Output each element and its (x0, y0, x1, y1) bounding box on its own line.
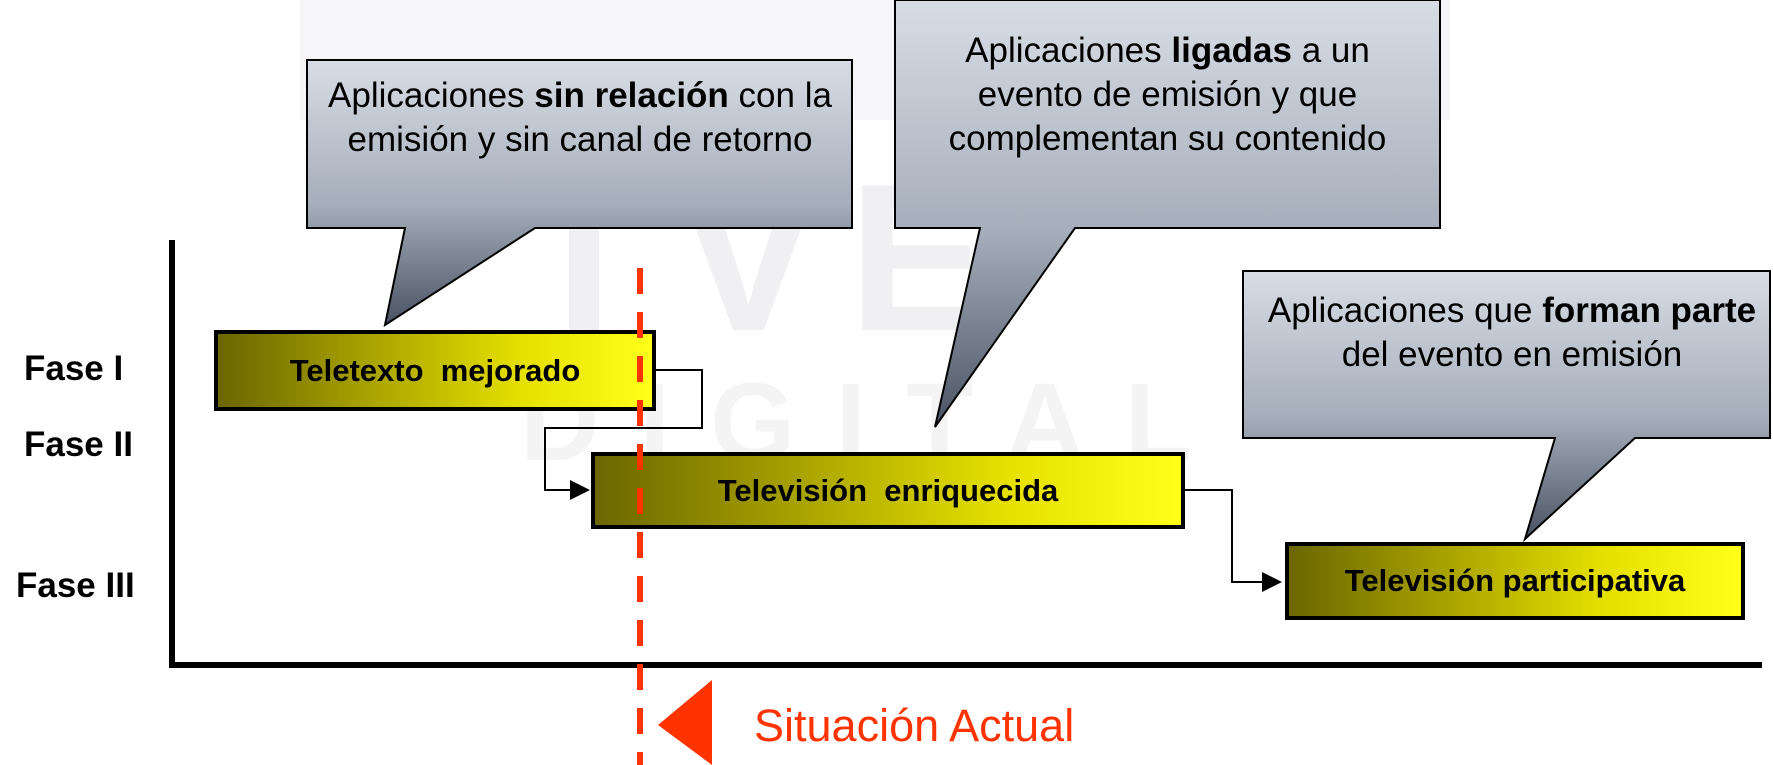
callout-3-post: del evento en emisión (1341, 335, 1683, 374)
connector-fase1-fase2 (544, 369, 703, 500)
current-situation-arrow (658, 680, 712, 765)
callout-3-bold: forman parte (1542, 291, 1757, 330)
callout-2-post: a un evento de emisión y que complementa… (948, 31, 1387, 158)
callout-bubble-2 (894, 0, 1441, 428)
callout-1-pre: Aplicaciones (328, 76, 535, 115)
callout-text-1: Aplicaciones sin relación con la emisión… (320, 74, 840, 162)
phase-label-2: Fase II (24, 425, 133, 464)
callout-1-bold: sin relación (534, 76, 729, 115)
callout-1-post: con la emisión y sin canal de retorno (347, 76, 832, 159)
callout-bubble-3 (1242, 270, 1771, 543)
callout-2-bold: ligadas (1171, 31, 1292, 70)
callout-2-pre: Aplicaciones (965, 31, 1172, 70)
phase-label-3: Fase III (16, 566, 135, 605)
phase-label-1: Fase I (24, 349, 124, 388)
callout-bubble-1 (306, 59, 853, 328)
phase-bar-teletexto: Teletexto mejorado (214, 330, 656, 411)
current-situation-label: Situación Actual (754, 700, 1075, 751)
phase-bar-participativa: Televisión participativa (1285, 542, 1745, 620)
connector-fase2-fase3 (1180, 489, 1282, 592)
callout-text-2: Aplicaciones ligadas a un evento de emis… (910, 29, 1425, 161)
callout-3-pre: Aplicaciones que (1267, 291, 1543, 330)
callout-text-3: Aplicaciones que forman parte del evento… (1262, 289, 1762, 377)
phase-bar-enriquecida: Televisión enriquecida (591, 452, 1185, 529)
